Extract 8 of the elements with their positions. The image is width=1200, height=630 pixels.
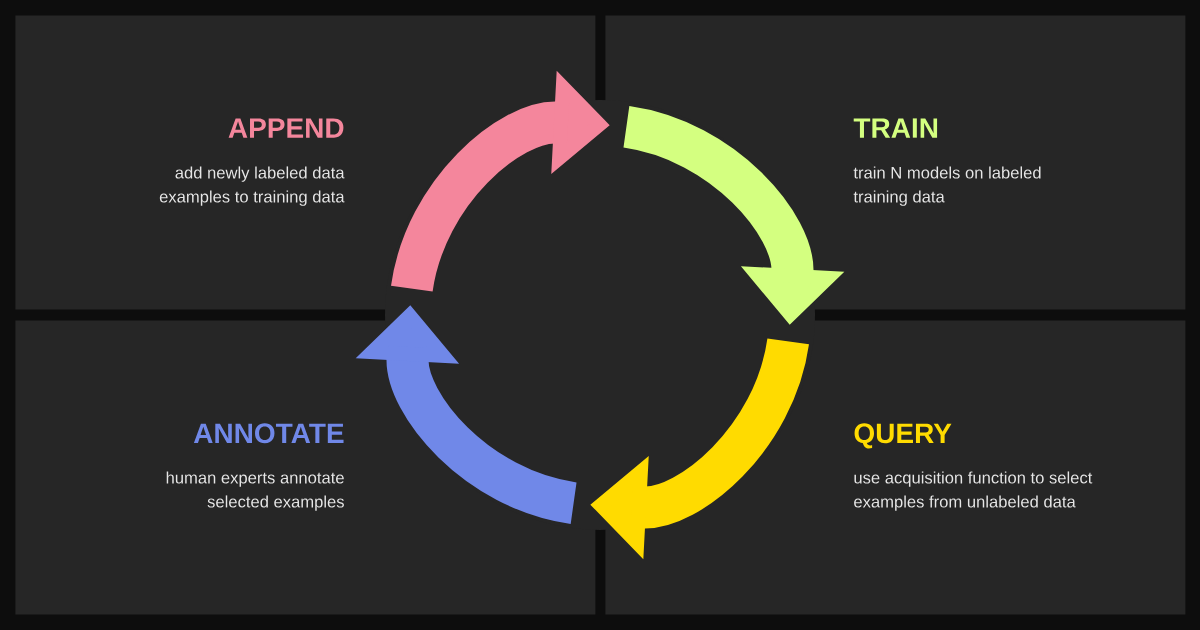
heading: TRAIN [853,118,938,138]
description: use acquisition function to select examples from unlabeled data [854,471,1093,511]
heading: APPEND [228,118,344,138]
heading: QUERY [854,423,952,449]
description: add newly labeled data examples to training data [159,166,345,206]
heading: ANNOTATE [193,423,344,444]
description: human experts annotate selected examples [166,471,344,511]
description: train N models on labeled training data [853,166,1041,206]
